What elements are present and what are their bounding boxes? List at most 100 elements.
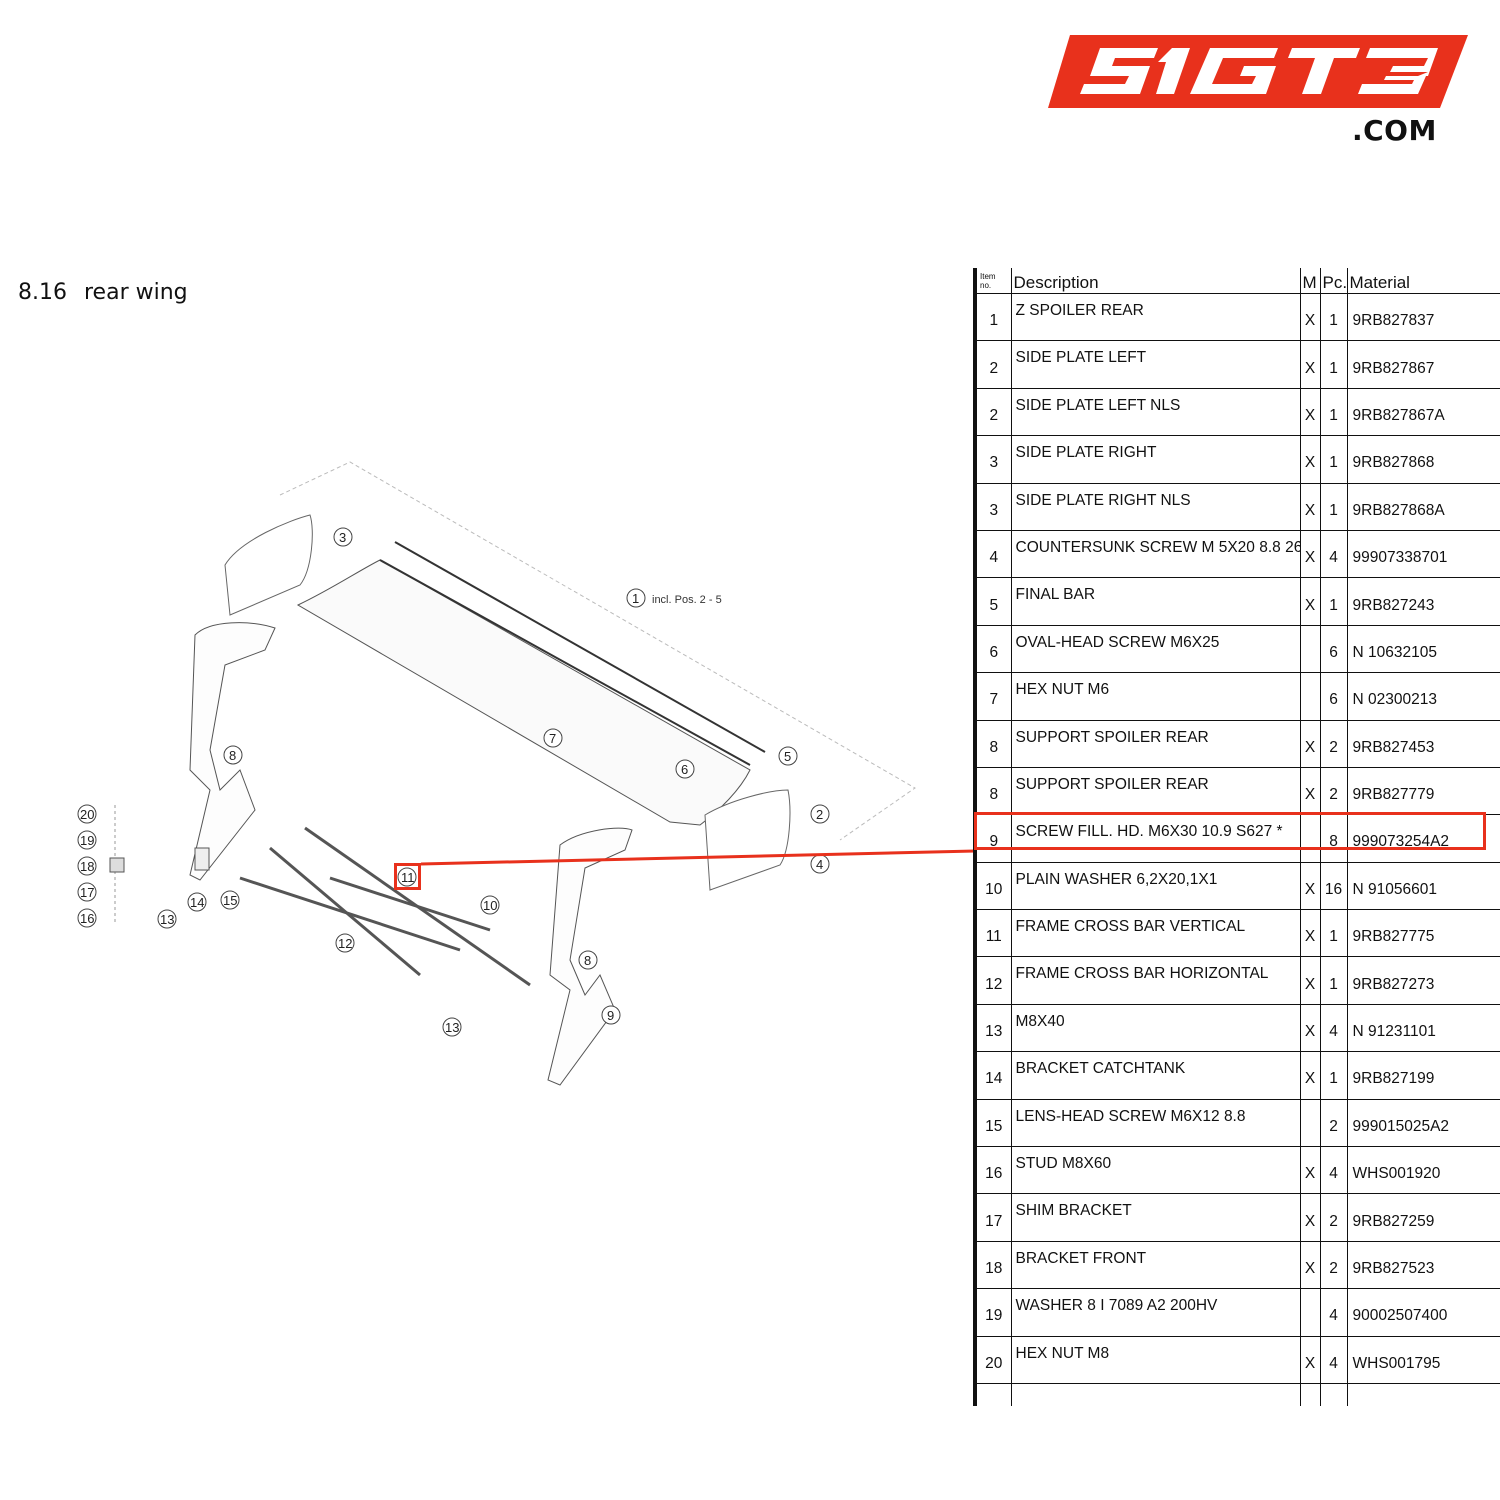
cell-pc: 2 [1320, 1193, 1348, 1242]
cell-item: 4 [975, 530, 1012, 579]
cell-pc: 2 [1320, 767, 1348, 816]
cell-pc: 2 [1320, 1241, 1348, 1290]
cell-item: 12 [975, 956, 1012, 1005]
cell-description: OVAL-HEAD SCREW M6X25 [1011, 625, 1301, 674]
cell-m [1300, 814, 1321, 863]
cell-material: WHS001920 [1347, 1146, 1500, 1195]
tail-cell [1011, 1383, 1301, 1406]
label-4: 4 [816, 857, 823, 872]
cell-pc: 4 [1320, 530, 1348, 579]
cell-material: 9RB827199 [1347, 1051, 1500, 1100]
cell-item: 3 [975, 483, 1012, 531]
label-13-right: 13 [445, 1020, 459, 1035]
cell-material: WHS001795 [1347, 1336, 1500, 1384]
cell-description: HEX NUT M6 [1011, 672, 1301, 721]
cell-description: FRAME CROSS BAR VERTICAL [1011, 909, 1301, 958]
cell-description: FRAME CROSS BAR HORIZONTAL [1011, 956, 1301, 1005]
cell-item: 11 [975, 909, 1012, 958]
cell-material: 9RB827523 [1347, 1241, 1500, 1290]
cell-pc: 16 [1320, 862, 1348, 911]
cell-pc: 1 [1320, 483, 1348, 531]
cell-m: X [1300, 293, 1321, 342]
cell-m: X [1300, 1004, 1321, 1053]
label-14: 14 [190, 895, 204, 910]
cell-item: 1 [975, 293, 1012, 342]
label-19: 19 [80, 833, 94, 848]
cell-item: 10 [975, 862, 1012, 911]
cell-description: HEX NUT M8 [1011, 1336, 1301, 1384]
tail-cell [1300, 1383, 1321, 1406]
cell-item: 6 [975, 625, 1012, 674]
cell-pc: 1 [1320, 1051, 1348, 1100]
cell-pc: 1 [1320, 956, 1348, 1005]
cell-material: 9RB827775 [1347, 909, 1500, 958]
label-6: 6 [681, 762, 688, 777]
cell-description: BRACKET FRONT [1011, 1241, 1301, 1290]
cell-item: 17 [975, 1193, 1012, 1242]
cell-pc: 1 [1320, 577, 1348, 626]
tail-cell [975, 1383, 1012, 1406]
cell-material: 999073254A2 [1347, 814, 1500, 863]
cell-material: 9RB827273 [1347, 956, 1500, 1005]
cell-item: 5 [975, 577, 1012, 626]
label-8-left: 8 [229, 748, 236, 763]
cell-item: 8 [975, 767, 1012, 816]
cell-description: SUPPORT SPOILER REAR [1011, 767, 1301, 816]
cell-material: 9RB827868A [1347, 483, 1500, 531]
label-8-right: 8 [584, 953, 591, 968]
cell-m [1300, 1099, 1321, 1148]
cell-material: N 91056601 [1347, 862, 1500, 911]
cell-material: 9RB827259 [1347, 1193, 1500, 1242]
table-highlight-box [974, 812, 1486, 850]
cell-m: X [1300, 483, 1321, 531]
diagram-highlight-box [394, 863, 421, 890]
exploded-diagram: 1 2 3 4 5 6 7 8 8 9 10 11 12 13 13 14 15… [77, 461, 916, 1086]
label-1: 1 [632, 591, 639, 606]
cell-item: 20 [975, 1336, 1012, 1384]
cell-material: 999015025A2 [1347, 1099, 1500, 1148]
cell-m: X [1300, 1193, 1321, 1242]
table-tail-row [975, 1383, 1500, 1406]
cell-m: X [1300, 530, 1321, 579]
label-13-left: 13 [160, 912, 174, 927]
cell-pc: 4 [1320, 1288, 1348, 1337]
cell-description: SIDE PLATE RIGHT [1011, 435, 1301, 484]
brand-logo[interactable]: .COM [1040, 30, 1480, 160]
label-11: 11 [401, 870, 415, 885]
cell-m: X [1300, 956, 1321, 1005]
cell-material: N 10632105 [1347, 625, 1500, 674]
cell-pc: 4 [1320, 1146, 1348, 1195]
cell-pc: 2 [1320, 720, 1348, 768]
cell-description: SIDE PLATE RIGHT NLS [1011, 483, 1301, 531]
cell-material: 9RB827867 [1347, 340, 1500, 389]
label-17: 17 [80, 885, 94, 900]
cell-description: FINAL BAR [1011, 577, 1301, 626]
cell-material: 90002507400 [1347, 1288, 1500, 1337]
label-10: 10 [483, 898, 497, 913]
cell-m [1300, 625, 1321, 674]
